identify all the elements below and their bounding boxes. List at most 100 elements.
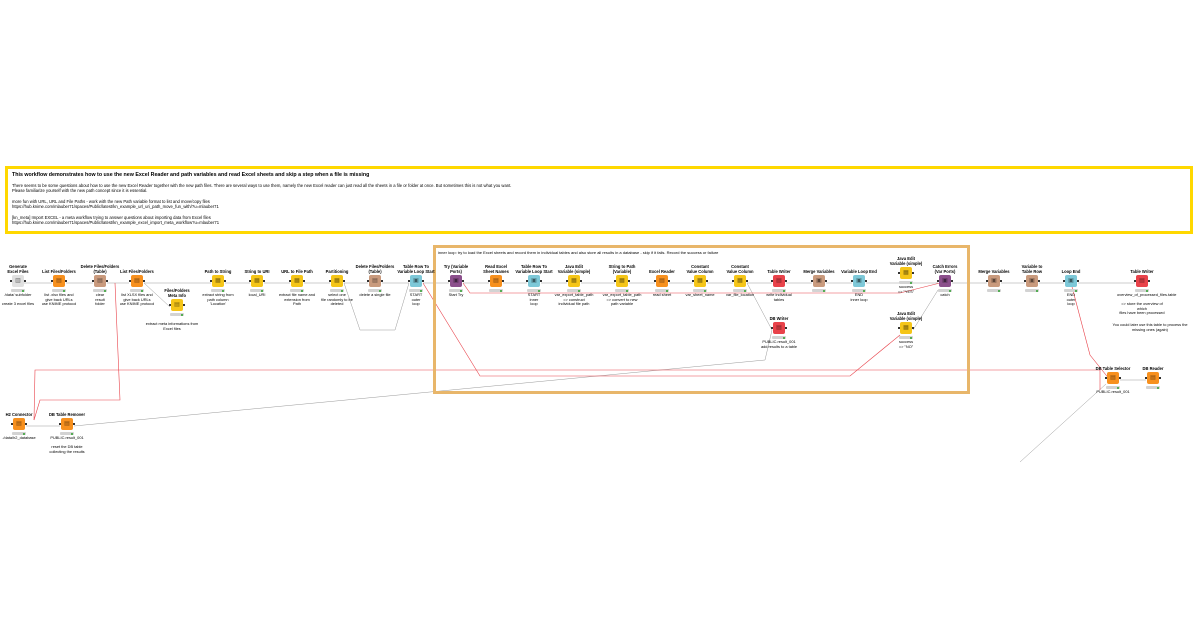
node-icon[interactable]: ▤ <box>169 299 185 311</box>
node-description: success => "NO" <box>898 339 914 349</box>
node-icon[interactable]: ▤ <box>654 275 670 287</box>
node-title: Merge Variables <box>978 269 1010 274</box>
node-icon[interactable]: ▣ <box>408 275 424 287</box>
node-n15[interactable]: Java Edit Variable (simple)▦ var_export_t… <box>549 264 599 307</box>
node-title: Catch Errors (Var Ports) <box>932 264 958 274</box>
node-icon[interactable]: ▤ <box>1105 372 1121 384</box>
node-n22[interactable]: Variable Loop End▣END inner loop <box>834 264 884 302</box>
node-icon[interactable]: ▤ <box>771 275 787 287</box>
node-icon[interactable]: ▤ <box>11 418 27 430</box>
node-n11[interactable]: Table Row To Variable Loop Start▣START o… <box>391 264 441 307</box>
node-n32[interactable]: DB Table Remover▤PUBLIC.result_001 reset… <box>42 407 92 454</box>
node-title: List Files/Folders <box>42 269 76 274</box>
node-status-traffic-light <box>1146 386 1160 389</box>
node-icon[interactable]: ▦ <box>898 322 914 334</box>
node-n10[interactable]: Delete Files/Folders (Table)▤delete a si… <box>350 264 400 298</box>
wire-n32-n29 <box>73 329 773 427</box>
node-status-traffic-light <box>733 289 747 292</box>
annotation-line: Please familiarize yourself with the new… <box>12 188 148 193</box>
node-n18[interactable]: Constant Value Column▦var_sheet_name <box>675 264 725 298</box>
node-n27[interactable]: Loop End▣END outer loop <box>1046 264 1096 307</box>
node-n34[interactable]: DB Reader▤ <box>1128 361 1178 390</box>
node-status-traffic-light <box>938 289 952 292</box>
node-icon[interactable]: ▣ <box>1063 275 1079 287</box>
node-n6[interactable]: Path to String▦extract string from path … <box>193 264 243 307</box>
node-n28[interactable]: Table Writer▤overview_of_processed_files… <box>1117 264 1177 316</box>
node-n3[interactable]: Delete Files/Folders (Table)▤clear resul… <box>75 264 125 307</box>
node-icon[interactable]: ▤ <box>367 275 383 287</box>
node-description: overview_of_processed_files.table => sto… <box>1117 292 1177 316</box>
node-description: /data/ subfolder create 3 excel files <box>1 292 35 307</box>
node-description: PUBLIC.result_001 <box>1096 389 1130 394</box>
node-title: Excel Reader <box>649 269 675 274</box>
node-description: var_export_table_path => construct indiv… <box>554 292 594 307</box>
node-n14[interactable]: Table Row To Variable Loop Start▣START i… <box>509 264 559 307</box>
node-icon[interactable]: ▤ <box>59 418 75 430</box>
node-icon[interactable]: ▤ <box>92 275 108 287</box>
node-n29[interactable]: DB Writer▤PUBLIC.result_001 add results … <box>754 311 804 349</box>
node-icon[interactable]: ▣ <box>851 275 867 287</box>
node-icon[interactable]: ▤ <box>51 275 67 287</box>
node-description: PUBLIC.result_001 reset the DB table col… <box>49 435 85 454</box>
node-icon[interactable]: ▦ <box>289 275 305 287</box>
node-n4[interactable]: List Files/Folders▤list XLSX files and g… <box>112 264 162 307</box>
node-icon[interactable]: ▦ <box>210 275 226 287</box>
node-icon[interactable]: ▤ <box>771 322 787 334</box>
annotation-link[interactable]: https://hub.knime.com/mlauber71/spaces/P… <box>12 220 220 225</box>
node-n5[interactable]: Files/Folders Meta Info▤ <box>152 288 202 317</box>
node-n19[interactable]: Constant Value Column▦var_file_location <box>715 264 765 298</box>
writer-note: You could later use this table to proces… <box>1112 322 1188 332</box>
node-icon[interactable]: ▦ <box>249 275 265 287</box>
node-status-traffic-light <box>899 336 913 339</box>
node-n21[interactable]: Merge Variables▣ <box>794 264 844 293</box>
node-status-traffic-light <box>11 289 25 292</box>
node-n26[interactable]: Variable to Table Row▣ <box>1007 264 1057 293</box>
node-n23[interactable]: Java Edit Variable (simple)▦success => "… <box>881 256 931 294</box>
node-icon[interactable]: ▣ <box>1024 275 1040 287</box>
node-title: String to URI <box>244 269 270 274</box>
node-status-traffic-light <box>12 432 26 435</box>
node-n31[interactable]: H2 Connector▤./data/h2_database <box>0 407 44 441</box>
node-icon[interactable]: ▤ <box>488 275 504 287</box>
node-icon[interactable]: ▣ <box>448 275 464 287</box>
node-n33[interactable]: DB Table Selector▤PUBLIC.result_001 <box>1088 361 1138 395</box>
node-n8[interactable]: URL to File Path▦extract file name and e… <box>272 264 322 307</box>
node-icon[interactable]: ▤ <box>1134 275 1150 287</box>
node-title: Table Writer <box>767 269 791 274</box>
node-status-traffic-light <box>772 289 786 292</box>
node-icon[interactable]: ▣ <box>986 275 1002 287</box>
node-icon[interactable]: ▥ <box>10 275 26 287</box>
node-icon[interactable]: ▦ <box>732 275 748 287</box>
flow-var-outer <box>422 282 901 377</box>
node-icon[interactable]: ▦ <box>898 267 914 279</box>
node-status-traffic-light <box>368 289 382 292</box>
node-icon[interactable]: ▦ <box>692 275 708 287</box>
node-n13[interactable]: Read Excel Sheet Names▤ <box>471 264 521 293</box>
node-icon[interactable]: ▣ <box>937 275 953 287</box>
node-n9[interactable]: Partitioning▦select one file randomly to… <box>312 264 362 307</box>
node-icon[interactable]: ▤ <box>129 275 145 287</box>
node-icon[interactable]: ▤ <box>1145 372 1161 384</box>
inner-loop-annotation: inner loop: try to load the Excel sheets… <box>433 245 970 394</box>
node-n12[interactable]: Try (Variable Ports)▣Start Try <box>431 264 481 298</box>
node-title: Path to String <box>204 269 232 274</box>
node-icon[interactable]: ▦ <box>614 275 630 287</box>
node-n7[interactable]: String to URI▦local_URI <box>232 264 282 298</box>
node-n30[interactable]: Java Edit Variable (simple)▦success => "… <box>881 311 931 349</box>
node-n2[interactable]: List Files/Folders▤list .xlsx files and … <box>34 264 84 307</box>
node-n25[interactable]: Merge Variables▣ <box>969 264 1019 293</box>
node-title: Java Edit Variable (simple) <box>557 264 591 274</box>
node-n16[interactable]: String to Path (Variable)▦var_export_tab… <box>597 264 647 307</box>
annotation-link[interactable]: https://hub.knime.com/mlauber71/spaces/P… <box>12 204 219 209</box>
node-icon[interactable]: ▦ <box>329 275 345 287</box>
node-n20[interactable]: Table Writer▤write individual tables <box>754 264 804 302</box>
wire-n33-offscreen <box>1019 383 1107 463</box>
node-n1[interactable]: Generate Excel Files▥/data/ subfolder cr… <box>0 264 43 307</box>
node-icon[interactable]: ▣ <box>811 275 827 287</box>
node-n17[interactable]: Excel Reader▤read sheet <box>637 264 687 298</box>
node-description: END outer loop <box>1066 292 1076 307</box>
node-n24[interactable]: Catch Errors (Var Ports)▣catch <box>920 264 970 298</box>
node-icon[interactable]: ▦ <box>566 275 582 287</box>
node-icon[interactable]: ▣ <box>526 275 542 287</box>
